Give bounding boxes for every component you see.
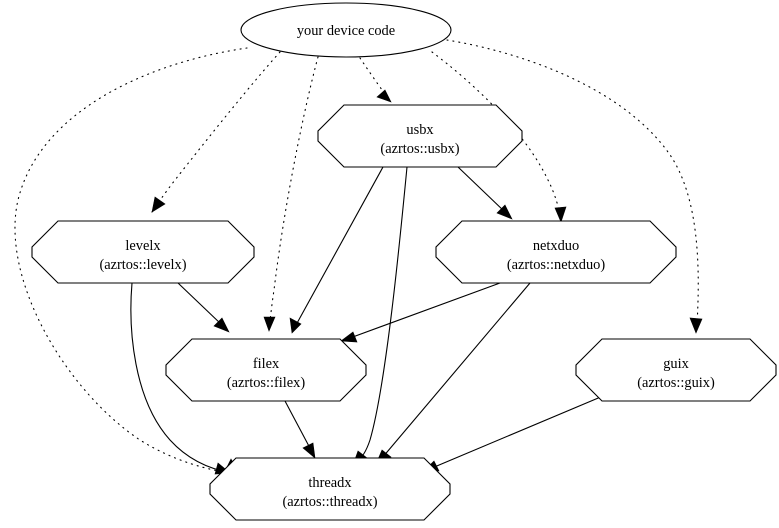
node-guix-label-primary: guix xyxy=(663,356,689,372)
node-netxduo-label-secondary: (azrtos::netxduo) xyxy=(507,257,606,273)
node-guix-label-secondary: (azrtos::guix) xyxy=(637,375,715,391)
node-filex-label-primary: filex xyxy=(253,356,280,372)
node-guix-shape[interactable] xyxy=(575,338,777,402)
node-device-label-primary: your device code xyxy=(297,23,395,39)
node-netxduo[interactable]: netxduo(azrtos::netxduo) xyxy=(435,220,677,284)
node-levelx-label-primary: levelx xyxy=(125,238,161,254)
edge-usbx-to-netxduo xyxy=(457,166,513,220)
edge-device-to-guix xyxy=(446,39,703,334)
node-device[interactable]: your device code xyxy=(240,2,452,58)
node-usbx-shape[interactable] xyxy=(317,104,523,168)
edge-device-to-netxduo xyxy=(431,51,567,223)
node-netxduo-label-primary: netxduo xyxy=(533,238,579,254)
edge-device-to-filex xyxy=(263,56,319,332)
edge-levelx-to-filex xyxy=(177,282,230,333)
node-usbx-label-primary: usbx xyxy=(406,122,434,138)
edge-netxduo-to-filex xyxy=(340,282,501,343)
node-netxduo-shape[interactable] xyxy=(435,220,677,284)
node-threadx-label-primary: threadx xyxy=(308,475,352,491)
node-device-shape[interactable] xyxy=(240,2,452,58)
node-filex-label-secondary: (azrtos::filex) xyxy=(227,375,306,391)
node-usbx[interactable]: usbx(azrtos::usbx) xyxy=(317,104,523,168)
edge-device-to-levelx xyxy=(151,51,281,213)
node-levelx-shape[interactable] xyxy=(31,220,255,284)
node-threadx-label-secondary: (azrtos::threadx) xyxy=(282,494,377,510)
node-threadx-shape[interactable] xyxy=(209,457,451,521)
nodes-layer: your device codeusbx(azrtos::usbx)levelx… xyxy=(31,2,777,521)
node-usbx-label-secondary: (azrtos::usbx) xyxy=(380,141,459,157)
node-threadx[interactable]: threadx(azrtos::threadx) xyxy=(209,457,451,521)
edge-device-to-usbx xyxy=(359,57,392,103)
edge-usbx-to-filex xyxy=(289,166,384,334)
edge-guix-to-threadx xyxy=(423,395,604,472)
node-levelx[interactable]: levelx(azrtos::levelx) xyxy=(31,220,255,284)
edge-filex-to-threadx xyxy=(284,400,316,459)
node-filex[interactable]: filex(azrtos::filex) xyxy=(165,338,367,402)
edge-usbx-to-threadx xyxy=(352,166,408,466)
node-guix[interactable]: guix(azrtos::guix) xyxy=(575,338,777,402)
node-filex-shape[interactable] xyxy=(165,338,367,402)
node-levelx-label-secondary: (azrtos::levelx) xyxy=(99,257,186,273)
